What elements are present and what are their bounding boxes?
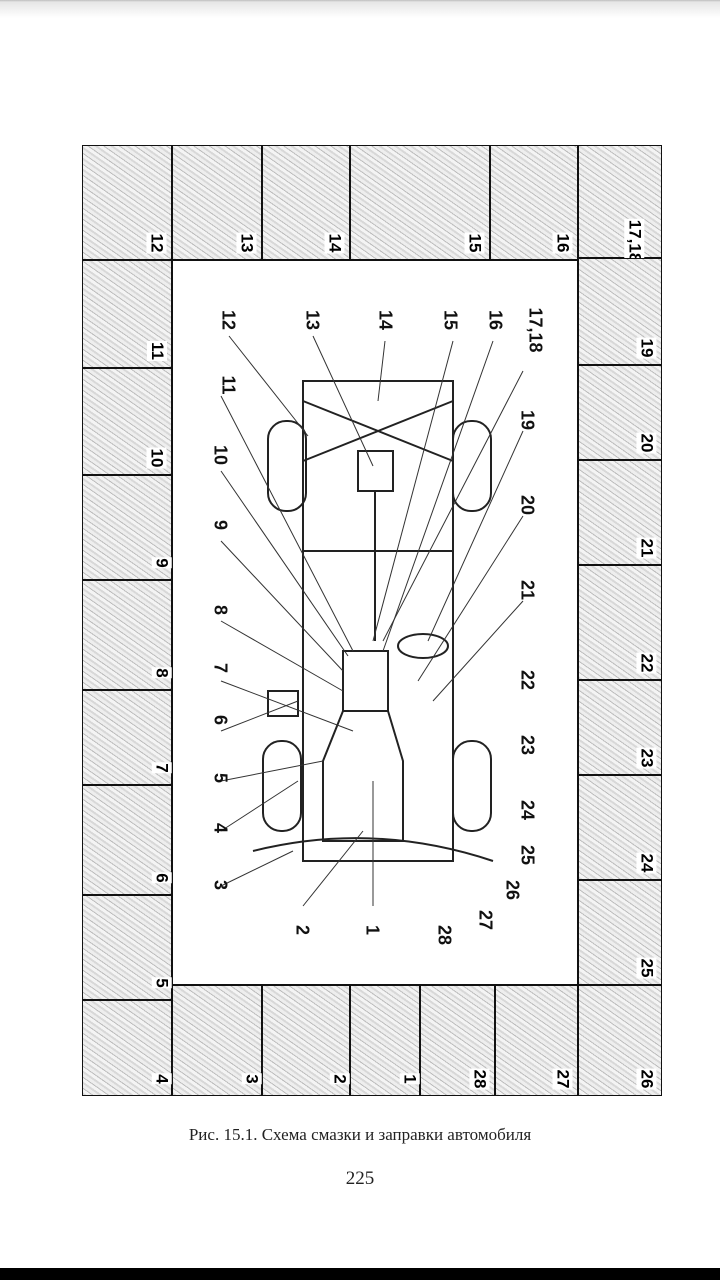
callout-label: 12 <box>218 309 239 331</box>
thumbnail-number: 23 <box>636 747 657 769</box>
thumbnail-number: 20 <box>636 432 657 454</box>
callout-label: 9 <box>210 519 231 531</box>
viewer-top-shadow <box>0 0 720 18</box>
frame-rails <box>302 380 454 862</box>
thumbnail-7: 7 <box>82 690 172 785</box>
thumbnail-number: 22 <box>636 652 657 674</box>
thumbnail-number: 21 <box>636 537 657 559</box>
thumbnail-20: 20 <box>578 365 662 460</box>
steering-wheel <box>397 633 449 659</box>
callout-label: 17,18 <box>525 307 546 353</box>
thumbnail-number: 1 <box>399 1073 420 1085</box>
thumbnail-2: 2 <box>262 985 350 1096</box>
callout-label: 23 <box>517 734 538 756</box>
thumbnail-1: 1 <box>350 985 420 1096</box>
thumbnail-number: 4 <box>151 1073 172 1085</box>
thumbnail-number: 9 <box>151 557 172 569</box>
navigation-bar <box>0 1268 720 1280</box>
front-wheel-right <box>452 740 492 832</box>
thumbnail-13: 13 <box>172 145 262 260</box>
callout-label: 19 <box>517 409 538 431</box>
callout-label: 3 <box>210 879 231 891</box>
thumbnail-11: 11 <box>82 260 172 368</box>
callout-label: 28 <box>434 924 455 946</box>
thumbnail-number: 6 <box>151 872 172 884</box>
rear-wheel-right <box>452 420 492 512</box>
front-wheel-left <box>262 740 302 832</box>
callout-label: 8 <box>210 604 231 616</box>
thumbnail-28: 28 <box>420 985 495 1096</box>
callout-label: 4 <box>210 822 231 834</box>
callout-label: 1 <box>362 924 383 936</box>
thumbnail-number: 14 <box>324 232 345 254</box>
thumbnail-number: 16 <box>552 232 573 254</box>
engine <box>322 710 404 842</box>
callout-label: 21 <box>517 579 538 601</box>
thumbnail-number: 19 <box>636 337 657 359</box>
thumbnail-19: 19 <box>578 258 662 365</box>
callout-label: 14 <box>375 309 396 331</box>
callout-label: 20 <box>517 494 538 516</box>
thumbnail-number: 2 <box>329 1073 350 1085</box>
thumbnail-21: 21 <box>578 460 662 565</box>
callout-label: 25 <box>517 844 538 866</box>
callout-label: 26 <box>502 879 523 901</box>
thumbnail-4: 4 <box>82 1000 172 1096</box>
thumbnail-14: 14 <box>262 145 350 260</box>
thumbnail-number: 26 <box>636 1068 657 1090</box>
thumbnail-3: 3 <box>172 985 262 1096</box>
thumbnail-number: 8 <box>151 667 172 679</box>
callout-label: 6 <box>210 714 231 726</box>
thumbnail-number: 5 <box>151 977 172 989</box>
page-number: 225 <box>345 1168 375 1189</box>
callout-label: 10 <box>210 444 231 466</box>
thumbnail-6: 6 <box>82 785 172 895</box>
thumbnail-number: 13 <box>236 232 257 254</box>
callout-label: 22 <box>517 669 538 691</box>
thumbnail-number: 24 <box>636 852 657 874</box>
chassis-diagram <box>172 260 578 985</box>
callout-label: 16 <box>485 309 506 331</box>
thumbnail-10: 10 <box>82 368 172 475</box>
thumbnail-number: 15 <box>464 232 485 254</box>
thumbnail-27: 27 <box>495 985 578 1096</box>
callout-label: 13 <box>302 309 323 331</box>
thumbnail-number: 17,18 <box>624 218 645 264</box>
thumbnail-number: 27 <box>552 1068 573 1090</box>
gearbox <box>342 650 389 712</box>
thumbnail-number: 11 <box>147 341 168 361</box>
callout-label: 2 <box>292 924 313 936</box>
thumbnail-number: 12 <box>146 232 167 254</box>
callout-label: 5 <box>210 772 231 784</box>
thumbnail-9: 9 <box>82 475 172 580</box>
thumbnail-8: 8 <box>82 580 172 690</box>
thumbnail-number: 3 <box>241 1073 262 1085</box>
thumbnail-17-18: 17,18 <box>578 145 662 264</box>
thumbnail-12: 12 <box>82 145 172 260</box>
rear-wheel-left <box>267 420 307 512</box>
thumbnail-number: 10 <box>146 447 167 469</box>
battery <box>267 690 299 717</box>
callout-label: 7 <box>210 662 231 674</box>
thumbnail-15: 15 <box>350 145 490 260</box>
thumbnail-23: 23 <box>578 680 662 775</box>
thumbnail-5: 5 <box>82 895 172 1000</box>
figure-caption: Рис. 15.1. Схема смазки и заправки автом… <box>188 1125 532 1144</box>
thumbnail-number: 28 <box>469 1068 490 1090</box>
thumbnail-26: 26 <box>578 985 662 1096</box>
callout-label: 24 <box>517 799 538 821</box>
thumbnail-25: 25 <box>578 880 662 985</box>
thumbnail-24: 24 <box>578 775 662 880</box>
thumbnail-number: 25 <box>636 957 657 979</box>
callout-label: 15 <box>440 309 461 331</box>
callout-label: 11 <box>218 375 239 395</box>
callout-label: 27 <box>475 909 496 931</box>
thumbnail-22: 22 <box>578 565 662 680</box>
chassis-drawing <box>252 380 494 862</box>
thumbnail-number: 7 <box>151 762 172 774</box>
leader-lines <box>220 335 524 907</box>
thumbnail-16: 16 <box>490 145 578 260</box>
